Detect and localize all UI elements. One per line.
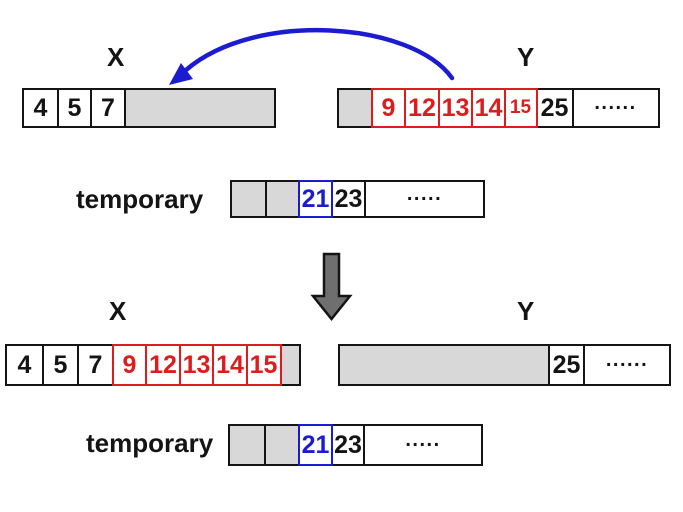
array-cell-.....: ..... xyxy=(364,180,485,218)
label-x-top: X xyxy=(107,42,125,72)
array-cell-21: 21 xyxy=(298,424,333,466)
array-cell-9: 9 xyxy=(111,344,148,386)
array-cell-empty xyxy=(264,180,301,218)
array-cell-5: 5 xyxy=(41,344,80,386)
array-cell-empty xyxy=(230,180,267,218)
array-cell-4: 4 xyxy=(5,344,44,386)
array-cell-13: 13 xyxy=(437,88,474,128)
label-temporary-top: temporary xyxy=(76,184,204,214)
label-temporary-bottom: temporary xyxy=(86,428,214,458)
array-cell-5: 5 xyxy=(56,88,93,128)
array-cell-......: ...... xyxy=(583,344,671,386)
array-cell-4: 4 xyxy=(22,88,59,128)
label-y-bottom: Y xyxy=(517,296,535,326)
array-cell-empty xyxy=(279,344,301,386)
down-arrow-shape xyxy=(310,252,353,321)
move-curve-arrowhead-icon xyxy=(169,63,193,85)
array-cell-15: 15 xyxy=(503,88,538,128)
array-cell-25: 25 xyxy=(535,88,574,128)
label-y-top: Y xyxy=(517,42,535,72)
array-cell-23: 23 xyxy=(330,180,367,218)
array-y-bottom: 25...... xyxy=(338,344,671,386)
array-cell-7: 7 xyxy=(77,344,114,386)
array-cell-7: 7 xyxy=(90,88,126,128)
array-cell-14: 14 xyxy=(471,88,506,128)
array-cell-12: 12 xyxy=(404,88,440,128)
array-cell-23: 23 xyxy=(330,424,366,466)
array-cell-21: 21 xyxy=(298,180,333,218)
label-x-bottom: X xyxy=(109,296,127,326)
array-cell-9: 9 xyxy=(370,88,407,128)
array-cell-empty xyxy=(337,88,373,128)
array-cell-empty xyxy=(123,88,276,128)
array-cell-25: 25 xyxy=(547,344,586,386)
down-arrow-icon xyxy=(310,252,353,321)
array-cell-empty xyxy=(228,424,266,466)
move-curve-arrow-line xyxy=(183,27,455,81)
array-cell-empty xyxy=(338,344,550,386)
array-cell-14: 14 xyxy=(212,344,248,386)
array-cell-12: 12 xyxy=(145,344,181,386)
array-cell-empty xyxy=(263,424,301,466)
array-cell-13: 13 xyxy=(178,344,215,386)
array-cell-......: ...... xyxy=(571,88,660,128)
array-cell-.....: ..... xyxy=(363,424,483,466)
array-cell-15: 15 xyxy=(245,344,282,386)
